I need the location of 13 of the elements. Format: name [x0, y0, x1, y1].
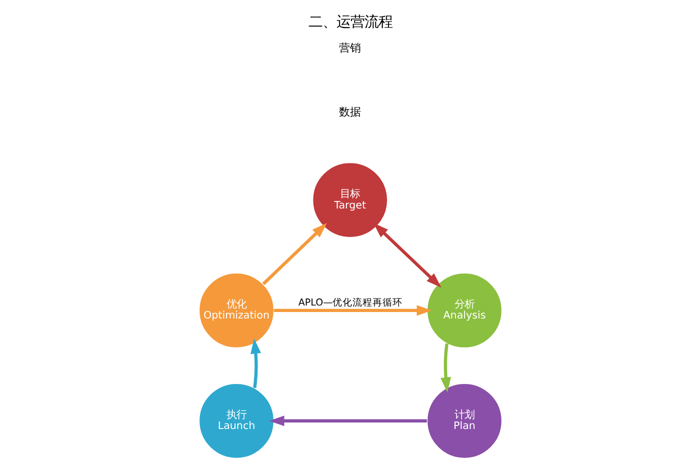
arrow	[440, 343, 451, 392]
label: 数据	[338, 106, 361, 119]
arrow	[268, 416, 426, 426]
arrow	[372, 223, 441, 288]
node-circle: 执行 Launch	[198, 383, 274, 459]
edge-label: APLO—优化流程再循环	[298, 297, 402, 308]
node-circle: 计划 Plan	[426, 383, 502, 459]
arrow	[273, 305, 432, 316]
node-circle: 优化 Optimization	[198, 272, 274, 348]
arrow	[250, 338, 261, 388]
label: 营销	[338, 41, 361, 54]
diagram-title: 二、运营流程	[308, 14, 392, 30]
arrow	[262, 223, 326, 286]
